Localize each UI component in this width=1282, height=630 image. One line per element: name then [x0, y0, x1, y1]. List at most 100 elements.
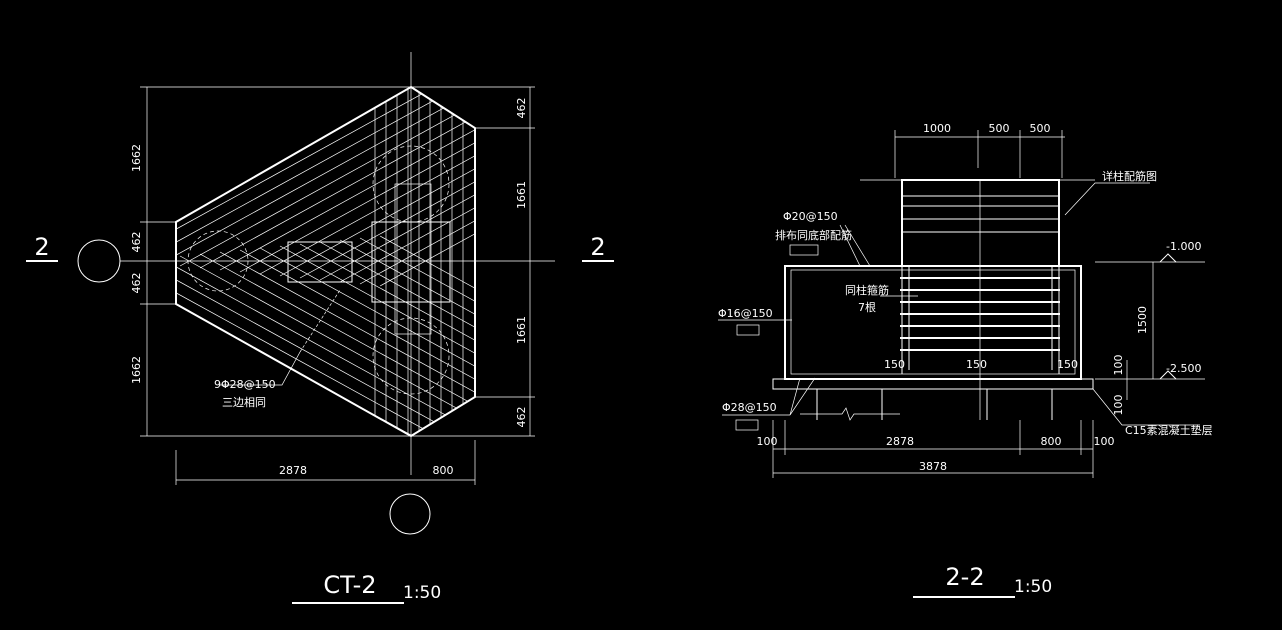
- label-side-box: [736, 324, 760, 336]
- rebar-line: [259, 87, 475, 275]
- rebar-line: [239, 249, 475, 436]
- rebar-note: 三边相同: [222, 396, 266, 409]
- rebar-line: [176, 87, 475, 259]
- rebar-line: [379, 87, 475, 287]
- pile-circle-bottom: [372, 317, 450, 395]
- label-150-b: 150: [966, 358, 987, 371]
- rebar-line: [176, 87, 421, 251]
- dim-height: 1500: [1136, 306, 1149, 334]
- rebar-line: [299, 243, 475, 436]
- leader-top-1: [839, 224, 861, 267]
- axis-bubble-bottom: [389, 493, 431, 535]
- rebar-line: [299, 87, 475, 279]
- dim-bottom-3: 800: [1041, 435, 1062, 448]
- rebar-line: [199, 253, 475, 436]
- dim-right-1: 462: [515, 98, 528, 119]
- axis-bubble-left: [77, 239, 121, 283]
- leader-top-2: [844, 224, 871, 267]
- rebar-line: [219, 251, 475, 436]
- dim-top-2: 500: [989, 122, 1010, 135]
- label-150-a: 150: [884, 358, 905, 371]
- label-top-box: [789, 244, 819, 256]
- elev-bottom: -2.500: [1166, 362, 1201, 375]
- rebar-line: [279, 245, 475, 436]
- dim-bottom-2: 2878: [886, 435, 914, 448]
- dim-top-3: 500: [1030, 122, 1051, 135]
- rebar-line: [359, 87, 475, 285]
- column-ties: [900, 277, 1060, 351]
- dim-top-1: 1000: [923, 122, 951, 135]
- dim-bottom-4: 100: [1094, 435, 1115, 448]
- rebar-line: [199, 87, 475, 269]
- dim-right-3: 1661: [515, 316, 528, 344]
- rebar-line: [176, 273, 401, 436]
- rebar-line: [339, 239, 475, 436]
- rebar-line: [319, 87, 475, 281]
- rebar-line: [359, 237, 475, 436]
- label-pad: C15素混凝土垫层: [1125, 423, 1213, 437]
- section-mark-left: 2: [34, 233, 49, 261]
- rebar-line: [176, 87, 475, 263]
- rebar-line: [279, 87, 475, 277]
- dim-total: 3878: [919, 460, 947, 473]
- dim-left-3: 462: [130, 273, 143, 294]
- column-center: [371, 221, 451, 303]
- rebar-leader: [220, 351, 301, 386]
- rebar-line: [379, 235, 475, 436]
- dim-pad: 100: [1112, 355, 1125, 376]
- pile-circle-left: [187, 230, 249, 292]
- label-tie: 同柱箍筋: [845, 283, 889, 297]
- dim-bottom-1: 2878: [279, 464, 307, 477]
- plan-title: CT-2: [323, 571, 376, 599]
- elev-mark-bottom: [1159, 370, 1177, 380]
- plan-scale: 1:50: [403, 583, 441, 603]
- rebar-line: [179, 255, 475, 436]
- rebar-line: [179, 87, 475, 267]
- rebar-line: [176, 87, 475, 265]
- section-scale: 1:50: [1014, 577, 1052, 597]
- label-top-note: 排布同底部配筋: [775, 228, 852, 242]
- dim-left-2: 462: [130, 232, 143, 253]
- label-top-rebar: Φ20@150: [783, 210, 838, 223]
- rebar-line: [176, 259, 475, 436]
- concrete-pad: [772, 378, 1094, 390]
- column-section: [901, 179, 1060, 267]
- section-mark-right: 2: [590, 233, 605, 261]
- elev-mark-top: [1159, 253, 1177, 263]
- ct2-plan-view: 1662 462 462 1662 462 1661 1661 462 2878…: [26, 52, 614, 604]
- label-bottom-rebar: Φ28@150: [722, 401, 777, 414]
- leader-pad: [1092, 388, 1200, 426]
- rebar-line: [176, 87, 441, 253]
- leader-bottom-2: [789, 377, 801, 416]
- rebar-line: [219, 87, 475, 271]
- leader-column: [1064, 182, 1150, 216]
- dim-bottom-2: 800: [433, 464, 454, 477]
- dim-bottom-1: 100: [757, 435, 778, 448]
- rebar-line: [259, 247, 475, 436]
- rebar-line: [176, 87, 401, 249]
- break-line: [800, 407, 900, 421]
- cap-outline: [784, 265, 1082, 380]
- label-150-c: 150: [1057, 358, 1078, 371]
- label-column-rebar: 详柱配筋图: [1102, 169, 1157, 183]
- rebar-line: [176, 261, 475, 436]
- rebar-callout: 9Φ28@150: [214, 378, 276, 391]
- leader-bottom-3: [789, 377, 816, 416]
- dim-right-2: 1661: [515, 181, 528, 209]
- section-title: 2-2: [945, 563, 984, 591]
- rebar-dashed: [299, 289, 341, 353]
- rebar-line: [176, 257, 475, 436]
- column-vertical: [394, 183, 432, 335]
- label-side-rebar: Φ16@150: [718, 307, 773, 320]
- cap-inner-rebar: [790, 269, 1076, 375]
- rebar-line: [319, 241, 475, 436]
- dim-left-1: 1662: [130, 144, 143, 172]
- label-tie-count: 7根: [858, 300, 876, 314]
- dim-pad-2: 100: [1112, 395, 1125, 416]
- section-2-2-view: 1000 500 500 详柱配筋图 Φ20@150 排布同底部配筋 同柱箍筋 …: [718, 122, 1213, 598]
- label-bottom-box: [735, 419, 759, 431]
- rebar-line: [339, 87, 475, 283]
- rebar-line: [239, 87, 475, 273]
- rebar-line: [176, 87, 475, 261]
